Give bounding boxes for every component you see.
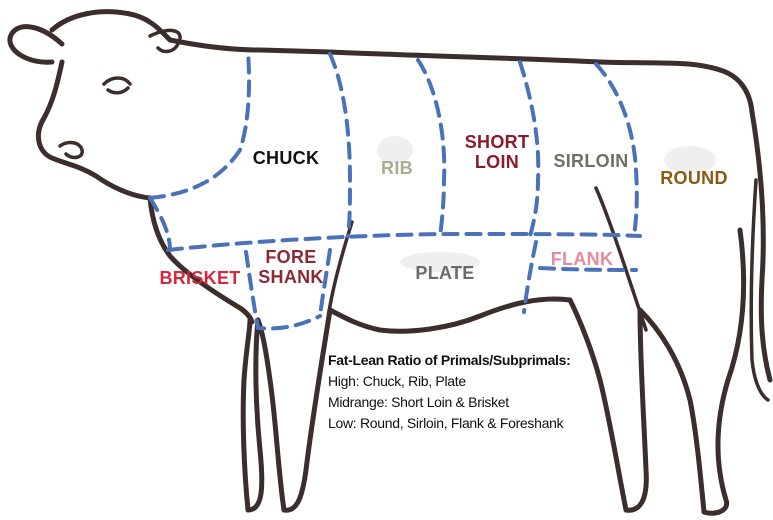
legend-line-high: High: Chuck, Rib, Plate	[328, 371, 628, 392]
fore-shank-label: FORE SHANK	[246, 247, 336, 287]
short-loin-label: SHORT LOIN	[452, 132, 542, 172]
plate-label: PLATE	[400, 263, 490, 283]
rib-label: RIB	[372, 158, 422, 178]
legend-title: Fat-Lean Ratio of Primals/Subprimals:	[328, 350, 628, 371]
legend-line-midrange: Midrange: Short Loin & Brisket	[328, 392, 628, 413]
legend-line-low: Low: Round, Sirloin, Flank & Foreshank	[328, 413, 628, 434]
flank-label: FLANK	[542, 249, 622, 269]
brisket-label: BRISKET	[152, 268, 248, 288]
fat-lean-legend: Fat-Lean Ratio of Primals/Subprimals: Hi…	[328, 350, 628, 434]
sirloin-label: SIRLOIN	[544, 151, 638, 171]
round-label: ROUND	[652, 168, 736, 188]
chuck-label: CHUCK	[240, 148, 332, 168]
